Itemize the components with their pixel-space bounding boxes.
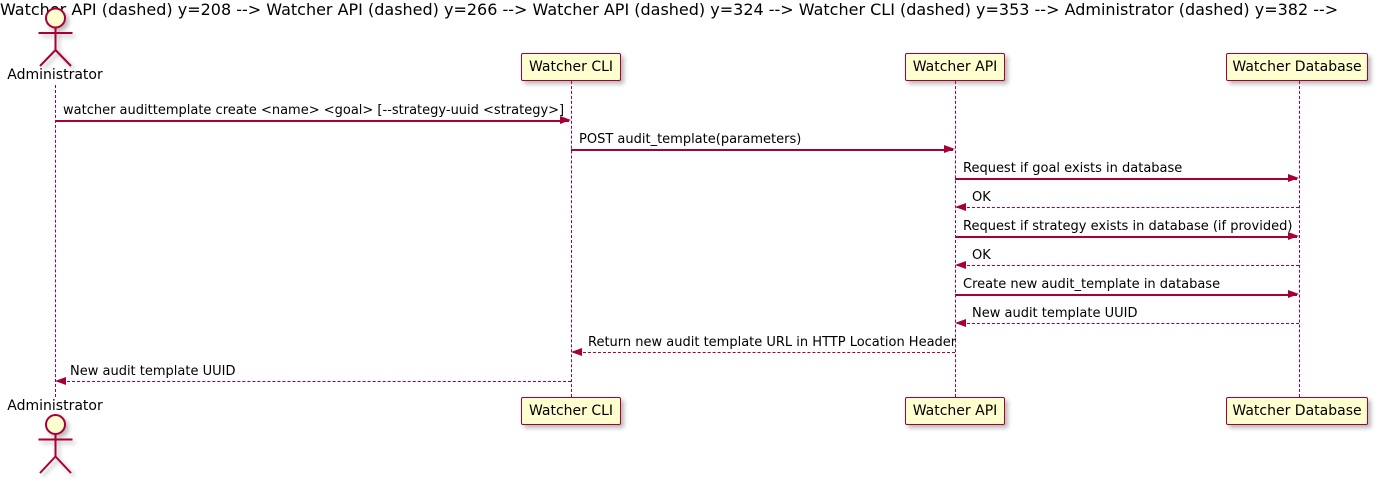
message-arrow <box>955 294 1297 296</box>
message-label: Create new audit_template in database <box>963 277 1221 292</box>
message-arrow <box>957 207 1299 208</box>
message-arrow <box>955 178 1297 180</box>
message-label: POST audit_template(parameters) <box>579 132 802 147</box>
actor-label-bottom: Administrator <box>7 398 103 414</box>
arrowhead-left-icon <box>955 203 966 211</box>
lifeline-administrator <box>55 85 56 397</box>
actor-icon <box>38 414 73 474</box>
participant-box-watcher-cli-bottom: Watcher CLI <box>521 397 621 425</box>
message-label: OK <box>972 190 991 205</box>
arrowhead-right-icon <box>944 145 955 153</box>
message-label: Return new audit template URL in HTTP Lo… <box>588 335 957 350</box>
actor-icon <box>38 7 73 67</box>
lifeline-watcher-cli <box>571 81 572 397</box>
message-label: watcher audittemplate create <name> <goa… <box>63 103 565 118</box>
arrowhead-left-icon <box>955 319 966 327</box>
message-arrow <box>55 120 569 122</box>
participant-box-watcher-database-bottom: Watcher Database <box>1226 397 1368 425</box>
lifeline-watcher-api <box>955 81 956 397</box>
actor-label-top: Administrator <box>7 67 103 83</box>
participant-box-watcher-api-top: Watcher API <box>905 53 1005 81</box>
arrowhead-left-icon <box>55 377 66 385</box>
message-label: OK <box>972 248 991 263</box>
message-arrow <box>955 236 1297 238</box>
arrowhead-right-icon <box>1288 232 1299 240</box>
arrowhead-right-icon <box>560 116 571 124</box>
message-label: New audit template UUID <box>70 364 236 379</box>
message-arrow <box>57 381 571 382</box>
message-arrow <box>957 323 1299 324</box>
arrowhead-left-icon <box>955 261 966 269</box>
message-label: Request if strategy exists in database (… <box>963 219 1293 234</box>
message-label: New audit template UUID <box>972 306 1138 321</box>
arrowhead-right-icon <box>1288 174 1299 182</box>
message-arrow <box>573 352 955 353</box>
participant-box-watcher-database-top: Watcher Database <box>1226 53 1368 81</box>
arrowhead-left-icon <box>571 348 582 356</box>
message-arrow <box>957 265 1299 266</box>
message-label: Request if goal exists in database <box>963 161 1183 176</box>
participant-box-watcher-cli-top: Watcher CLI <box>521 53 621 81</box>
arrowhead-right-icon <box>1288 290 1299 298</box>
lifeline-watcher-database <box>1299 81 1300 397</box>
message-arrow <box>571 149 953 151</box>
participant-box-watcher-api-bottom: Watcher API <box>905 397 1005 425</box>
